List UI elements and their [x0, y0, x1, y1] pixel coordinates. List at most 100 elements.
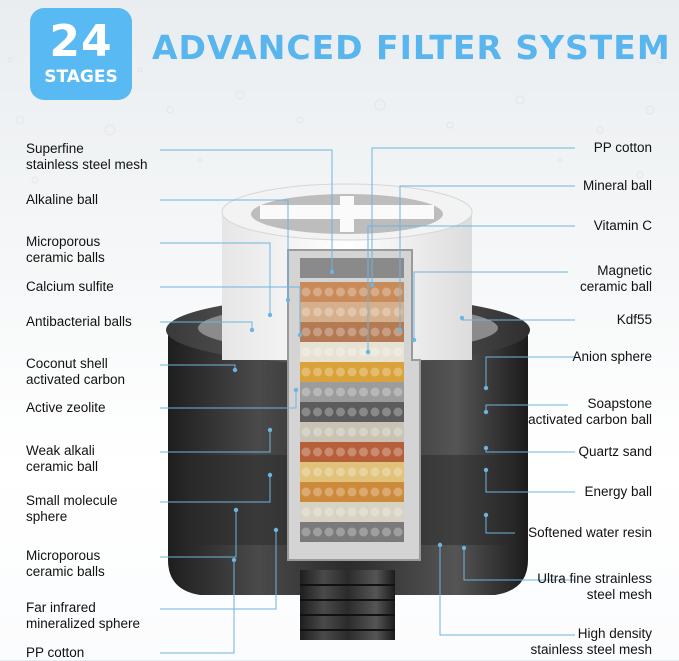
leader-dot — [483, 467, 489, 473]
media-bead — [382, 327, 391, 337]
leader-line — [485, 404, 568, 412]
media-bead — [382, 527, 391, 537]
media-bead — [301, 427, 311, 437]
leader-dot — [411, 337, 417, 343]
white-filter-cap — [221, 183, 473, 360]
leader-dot — [267, 427, 273, 433]
media-bead — [324, 387, 334, 397]
media-bead — [382, 307, 391, 317]
media-bead — [393, 307, 403, 317]
leader-dot — [483, 512, 489, 518]
media-bead — [301, 507, 311, 517]
media-bead — [336, 347, 345, 357]
leader-dot — [397, 327, 403, 333]
media-layer — [300, 502, 404, 522]
media-bead — [359, 327, 368, 337]
leader-line — [160, 510, 237, 558]
leader-dot — [249, 327, 255, 333]
media-bead — [359, 427, 368, 437]
media-layer — [300, 362, 404, 382]
right-label: PP cotton — [593, 140, 652, 155]
leader-dot — [273, 527, 279, 533]
media-bead — [393, 487, 403, 497]
left-label: Calcium sulfite — [26, 279, 114, 294]
media-bead — [336, 307, 345, 317]
media-layer — [300, 482, 404, 502]
leader-dot — [267, 472, 273, 478]
media-layer — [300, 382, 404, 402]
leader-line — [371, 147, 575, 285]
leader-line — [160, 430, 271, 453]
leader-line — [160, 530, 277, 610]
leader-dot — [483, 385, 489, 391]
leader-dot — [231, 557, 237, 563]
media-bead — [382, 387, 391, 397]
media-bead — [324, 327, 334, 337]
media-bead — [301, 467, 311, 477]
media-bead — [370, 527, 380, 537]
media-bead — [359, 287, 368, 297]
leader-line — [160, 286, 301, 335]
leader-dot — [285, 297, 291, 303]
media-bead — [313, 467, 322, 477]
leader-dot — [461, 545, 467, 551]
media-bead — [370, 287, 380, 297]
media-bead — [359, 347, 368, 357]
media-bead — [324, 367, 334, 377]
media-bead — [359, 307, 368, 317]
media-bead — [347, 327, 357, 337]
right-label: Softened water resin — [528, 525, 652, 540]
left-label: Weak alkali ceramic ball — [26, 443, 99, 474]
media-bead — [359, 487, 368, 497]
media-bead — [336, 287, 345, 297]
media-bead — [336, 427, 345, 437]
media-bead — [336, 407, 345, 417]
media-bead — [301, 387, 311, 397]
media-bead — [301, 287, 311, 297]
media-bead — [301, 447, 311, 457]
media-bead — [313, 487, 322, 497]
media-bead — [359, 507, 368, 517]
leader-dot — [329, 269, 335, 275]
media-bead — [382, 367, 391, 377]
leader-line — [413, 271, 568, 340]
media-bead — [324, 427, 334, 437]
leader-dot — [369, 282, 375, 288]
media-bead — [336, 507, 345, 517]
leader-dot — [483, 445, 489, 451]
leader-dot — [233, 507, 239, 513]
leader-line — [439, 545, 575, 636]
media-bead — [370, 427, 380, 437]
media-layer — [300, 422, 404, 442]
media-bead — [347, 367, 357, 377]
left-label: Superfine stainless steel mesh — [26, 141, 148, 172]
media-bead — [324, 407, 334, 417]
right-label: Kdf55 — [616, 312, 652, 327]
right-label: Soapstone activated carbon ball — [528, 396, 652, 427]
media-bead — [324, 307, 334, 317]
leader-dot — [437, 542, 443, 548]
media-bead — [336, 447, 345, 457]
media-bead — [370, 327, 380, 337]
left-label: Microporous ceramic balls — [26, 234, 105, 265]
media-bead — [393, 347, 403, 357]
media-bead — [313, 327, 322, 337]
right-label: High density stainless steel mesh — [530, 626, 652, 657]
media-bead — [382, 487, 391, 497]
left-label: PP cotton — [26, 645, 85, 660]
left-label: Small molecule sphere — [26, 493, 118, 524]
media-bead — [324, 287, 334, 297]
leader-dot — [483, 409, 489, 415]
leader-line — [485, 515, 515, 534]
media-bead — [336, 327, 345, 337]
media-bead — [347, 467, 357, 477]
media-layer — [300, 462, 404, 482]
leader-line — [367, 225, 575, 352]
media-bead — [359, 407, 368, 417]
media-layer — [300, 322, 404, 342]
media-bead — [347, 487, 357, 497]
media-bead — [370, 387, 380, 397]
media-bead — [336, 387, 345, 397]
media-bead — [359, 467, 368, 477]
